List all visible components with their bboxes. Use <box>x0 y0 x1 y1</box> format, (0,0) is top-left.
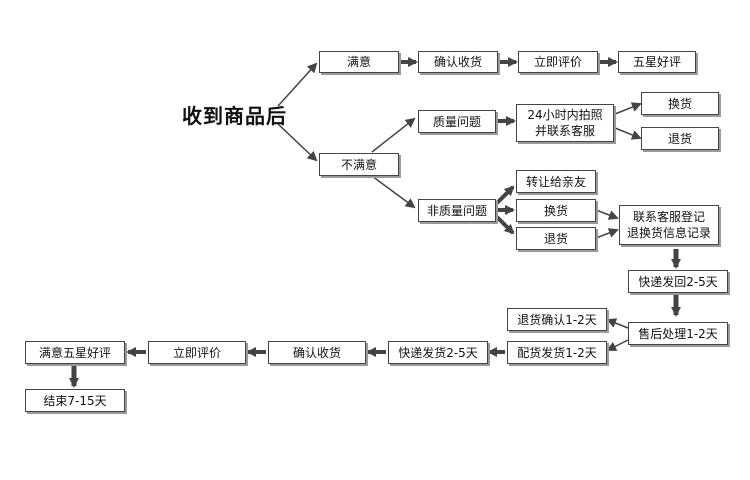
node-return-confirm: 退货确认1-2天 <box>507 308 607 331</box>
arrow-title-to-unsatisfied <box>277 123 318 162</box>
arrow-after-sales-to-return-confirm <box>606 318 629 329</box>
arrow-photo-to-return <box>614 127 642 140</box>
node-express-ship: 快递发货2-5天 <box>388 341 488 364</box>
node-non-quality-issue: 非质量问题 <box>418 199 496 222</box>
node-exchange-2: 换货 <box>516 199 596 222</box>
node-review-now: 立即评价 <box>518 51 598 73</box>
node-satisfied: 满意 <box>319 51 399 73</box>
node-satisfied-five-star: 满意五星好评 <box>25 341 125 364</box>
node-confirm-receipt: 确认收货 <box>418 51 498 73</box>
node-review-now-2: 立即评价 <box>148 341 246 364</box>
node-photo-contact: 24小时内拍照 并联系客服 <box>516 104 614 142</box>
arrow-return-to-register <box>595 228 619 239</box>
arrow-unsatisfied-to-non-quality <box>371 175 416 209</box>
node-exchange: 换货 <box>641 92 719 115</box>
node-give-to-friend: 转让给亲友 <box>516 170 596 193</box>
node-five-star: 五星好评 <box>618 51 696 73</box>
node-end: 结束7-15天 <box>25 389 125 412</box>
node-register-info: 联系客服登记 退换货信息记录 <box>619 205 719 245</box>
arrow-non-quality-to-return <box>495 215 515 235</box>
node-ship-back: 快递发回2-5天 <box>628 270 728 293</box>
arrow-after-sales-to-prepare <box>606 339 629 351</box>
node-prepare-ship: 配货发货1-2天 <box>507 341 607 364</box>
arrow-title-to-satisfied <box>277 62 318 107</box>
arrow-exchange-to-register <box>595 209 619 220</box>
arrow-photo-to-exchange <box>614 102 642 115</box>
flowchart-title: 收到商品后 <box>182 104 287 128</box>
arrow-non-quality-to-give <box>495 185 515 205</box>
arrow-unsatisfied-to-quality <box>371 117 416 153</box>
node-confirm-receipt-2: 确认收货 <box>268 341 366 364</box>
node-return: 退货 <box>641 127 719 150</box>
node-after-sales: 售后处理1-2天 <box>628 322 728 345</box>
node-return-2: 退货 <box>516 227 596 250</box>
node-unsatisfied: 不满意 <box>319 153 399 176</box>
node-quality-issue: 质量问题 <box>418 110 496 133</box>
